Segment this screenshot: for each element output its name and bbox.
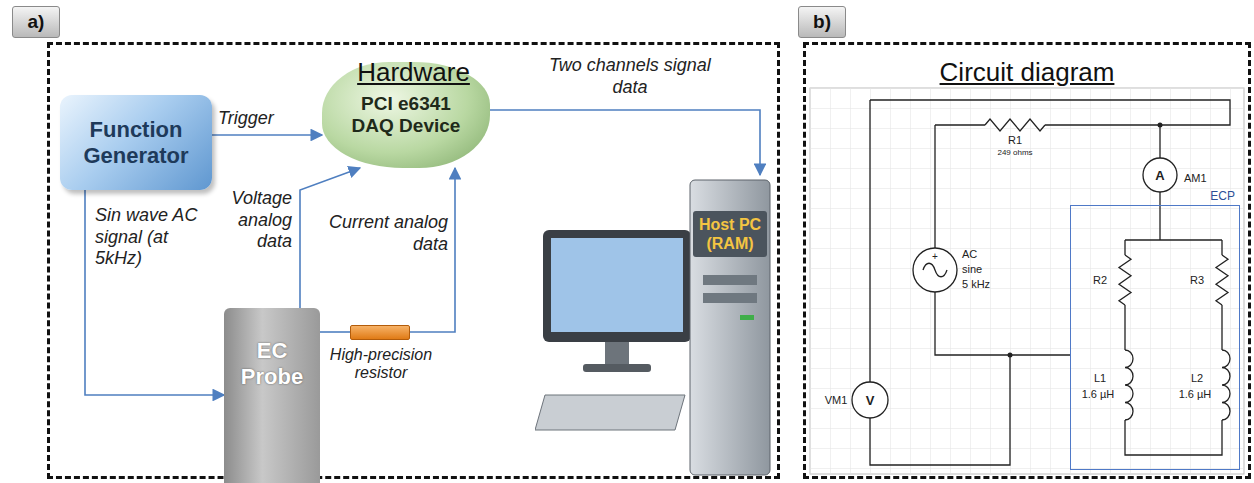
probe-box: EC Probe xyxy=(224,308,320,483)
computer-illustration: Host PC (RAM) xyxy=(535,175,775,478)
node-label: High-precision resistor xyxy=(321,346,441,383)
connector-label: Trigger xyxy=(218,108,308,130)
node-label: b) xyxy=(813,11,831,33)
monitor-stand xyxy=(605,342,629,364)
connector-label: Sin wave AC signal (at 5kHz) xyxy=(95,205,215,270)
component-label: sine xyxy=(962,264,982,275)
node-label: a) xyxy=(28,11,45,33)
junction-dots xyxy=(1008,123,1163,358)
ammeter-symbol xyxy=(1143,158,1177,192)
keyboard xyxy=(535,395,685,430)
circuit-wires xyxy=(852,100,1230,465)
connector-label: Two channels signal data xyxy=(540,55,720,98)
dashed-panel: Function Generator PCI e6341 DAQ DeviceEC… xyxy=(47,42,780,479)
panel-tab: b) xyxy=(798,6,846,38)
resistor-bar: High-precision resistor xyxy=(350,325,410,340)
power-led xyxy=(740,315,754,320)
wire xyxy=(935,124,1160,125)
component-label: 5 kHz xyxy=(962,279,990,290)
tower-panel xyxy=(693,211,767,257)
node-label: Host PC (RAM) xyxy=(693,215,767,253)
node-label: Circuit diagram xyxy=(806,57,1248,88)
component-label: L2 xyxy=(1191,373,1203,384)
junction-dot xyxy=(1158,123,1163,128)
component-label: A xyxy=(1155,169,1164,182)
wire xyxy=(870,100,1230,125)
junction-dot xyxy=(1008,353,1013,358)
signal-connector xyxy=(85,190,224,395)
component-label: 249 ohms xyxy=(997,149,1032,157)
grid-pattern xyxy=(810,88,1244,474)
component-label: R2 xyxy=(1093,275,1107,286)
dashed-panel: ECP Circuit diagram xyxy=(803,42,1251,479)
voltmeter-symbol xyxy=(852,382,888,418)
component-label: VM1 xyxy=(825,395,848,406)
component-label: AC xyxy=(962,249,977,260)
connector-label: Voltage analog data xyxy=(200,188,292,253)
component-label: 1.6 µH xyxy=(1179,389,1212,400)
resistor-symbol xyxy=(1119,255,1131,305)
inductor-symbol xyxy=(1125,350,1133,420)
signal-connector xyxy=(490,110,760,175)
monitor-base xyxy=(583,364,651,372)
component-label: 1.6 µH xyxy=(1082,389,1115,400)
monitor-frame xyxy=(543,230,691,342)
grid-ground xyxy=(810,88,1244,474)
component-label: R3 xyxy=(1190,275,1204,286)
wire xyxy=(935,125,1070,355)
node-label: Function Generator xyxy=(66,117,206,168)
signal-connector xyxy=(212,134,322,136)
inductor-symbol xyxy=(1222,350,1230,420)
component-label: V xyxy=(866,394,875,407)
monitor-screen xyxy=(551,238,683,332)
generator-box: Function Generator xyxy=(60,95,212,190)
node-label: ECP xyxy=(1210,189,1235,203)
resistor-inductor-symbols xyxy=(985,119,1230,420)
drive-slot xyxy=(703,293,757,303)
ac-source-symbol xyxy=(913,248,957,292)
node-label: PCI e6341 DAQ Device xyxy=(350,93,462,137)
component-label: L1 xyxy=(1094,373,1106,384)
signal-connector xyxy=(320,331,350,333)
panel-tab: a) xyxy=(12,6,60,38)
connector-label: Current analog data xyxy=(318,212,448,255)
component-label: R1 xyxy=(1008,135,1022,146)
resistor-symbol xyxy=(1216,255,1228,305)
wire xyxy=(1125,240,1222,455)
sine-symbol xyxy=(923,263,947,277)
ecp-region: ECP xyxy=(1070,205,1240,470)
component-label: + xyxy=(932,252,938,262)
node-label: EC Probe xyxy=(224,338,320,391)
signal-connector xyxy=(300,168,360,308)
tower-case xyxy=(690,180,770,475)
drive-slot xyxy=(703,275,757,285)
resistor-symbol xyxy=(985,119,1045,131)
component-label: AM1 xyxy=(1184,173,1207,184)
wire xyxy=(870,100,1010,465)
